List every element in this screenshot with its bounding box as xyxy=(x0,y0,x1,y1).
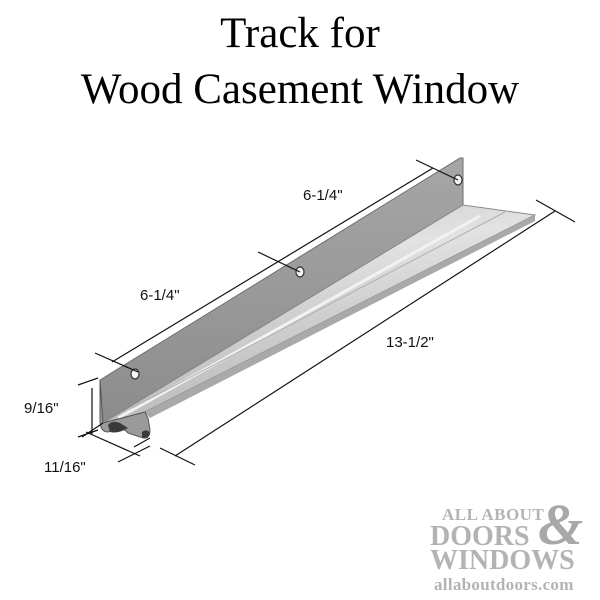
track-bottom-flange xyxy=(102,204,537,424)
dim-label-width: 11/16" xyxy=(44,459,86,476)
dim-label-hole-spacing-right: 6-1/4" xyxy=(303,187,343,204)
logo-line-1: ALL ABOUT xyxy=(442,505,545,524)
dim-label-overall-length: 13-1/2" xyxy=(386,334,434,351)
dimension-line-length xyxy=(159,199,576,466)
dimension-lines-hole-spacing xyxy=(94,159,459,373)
title-line-1: Track for xyxy=(220,10,380,57)
dim-label-height: 9/16" xyxy=(24,400,59,417)
logo-url: allaboutdoors.com xyxy=(434,575,574,594)
logo-line-3: WINDOWS xyxy=(430,545,575,576)
dim-label-hole-spacing-left: 6-1/4" xyxy=(140,287,180,304)
track-end-profile xyxy=(99,379,151,439)
logo-ampersand: & xyxy=(538,492,584,557)
title-line-2: Wood Casement Window xyxy=(80,66,520,113)
dimension-lines-profile xyxy=(77,377,151,463)
logo-line-2: DOORS xyxy=(430,521,530,552)
